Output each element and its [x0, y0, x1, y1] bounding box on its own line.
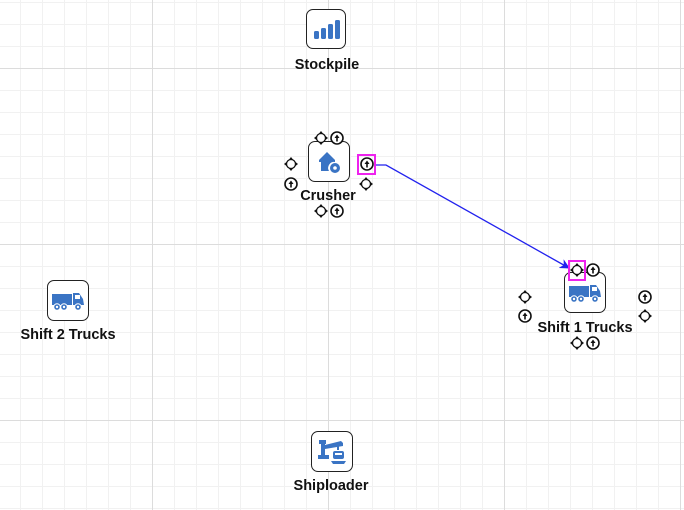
node-shiploader-label: Shiploader — [293, 478, 369, 494]
node-stockpile-label: Stockpile — [294, 57, 360, 73]
node-shift2-label: Shift 2 Trucks — [20, 327, 116, 343]
node-shift2-box[interactable] — [47, 280, 89, 321]
node-shift1-label: Shift 1 Trucks — [537, 320, 633, 336]
bar-chart-icon — [314, 20, 340, 39]
node-stockpile-box[interactable] — [306, 9, 346, 49]
node-shiploader-box[interactable] — [311, 431, 353, 472]
dump-truck-icon — [569, 284, 601, 303]
node-crusher-box[interactable] — [308, 141, 350, 182]
edge-crusher-to-shift1[interactable] — [376, 164, 570, 269]
shiploader-icon — [318, 439, 346, 464]
node-shift1-box[interactable] — [564, 272, 606, 313]
dump-truck-icon — [52, 292, 84, 311]
crusher-icon — [319, 151, 340, 173]
node-crusher-label: Crusher — [300, 188, 356, 204]
